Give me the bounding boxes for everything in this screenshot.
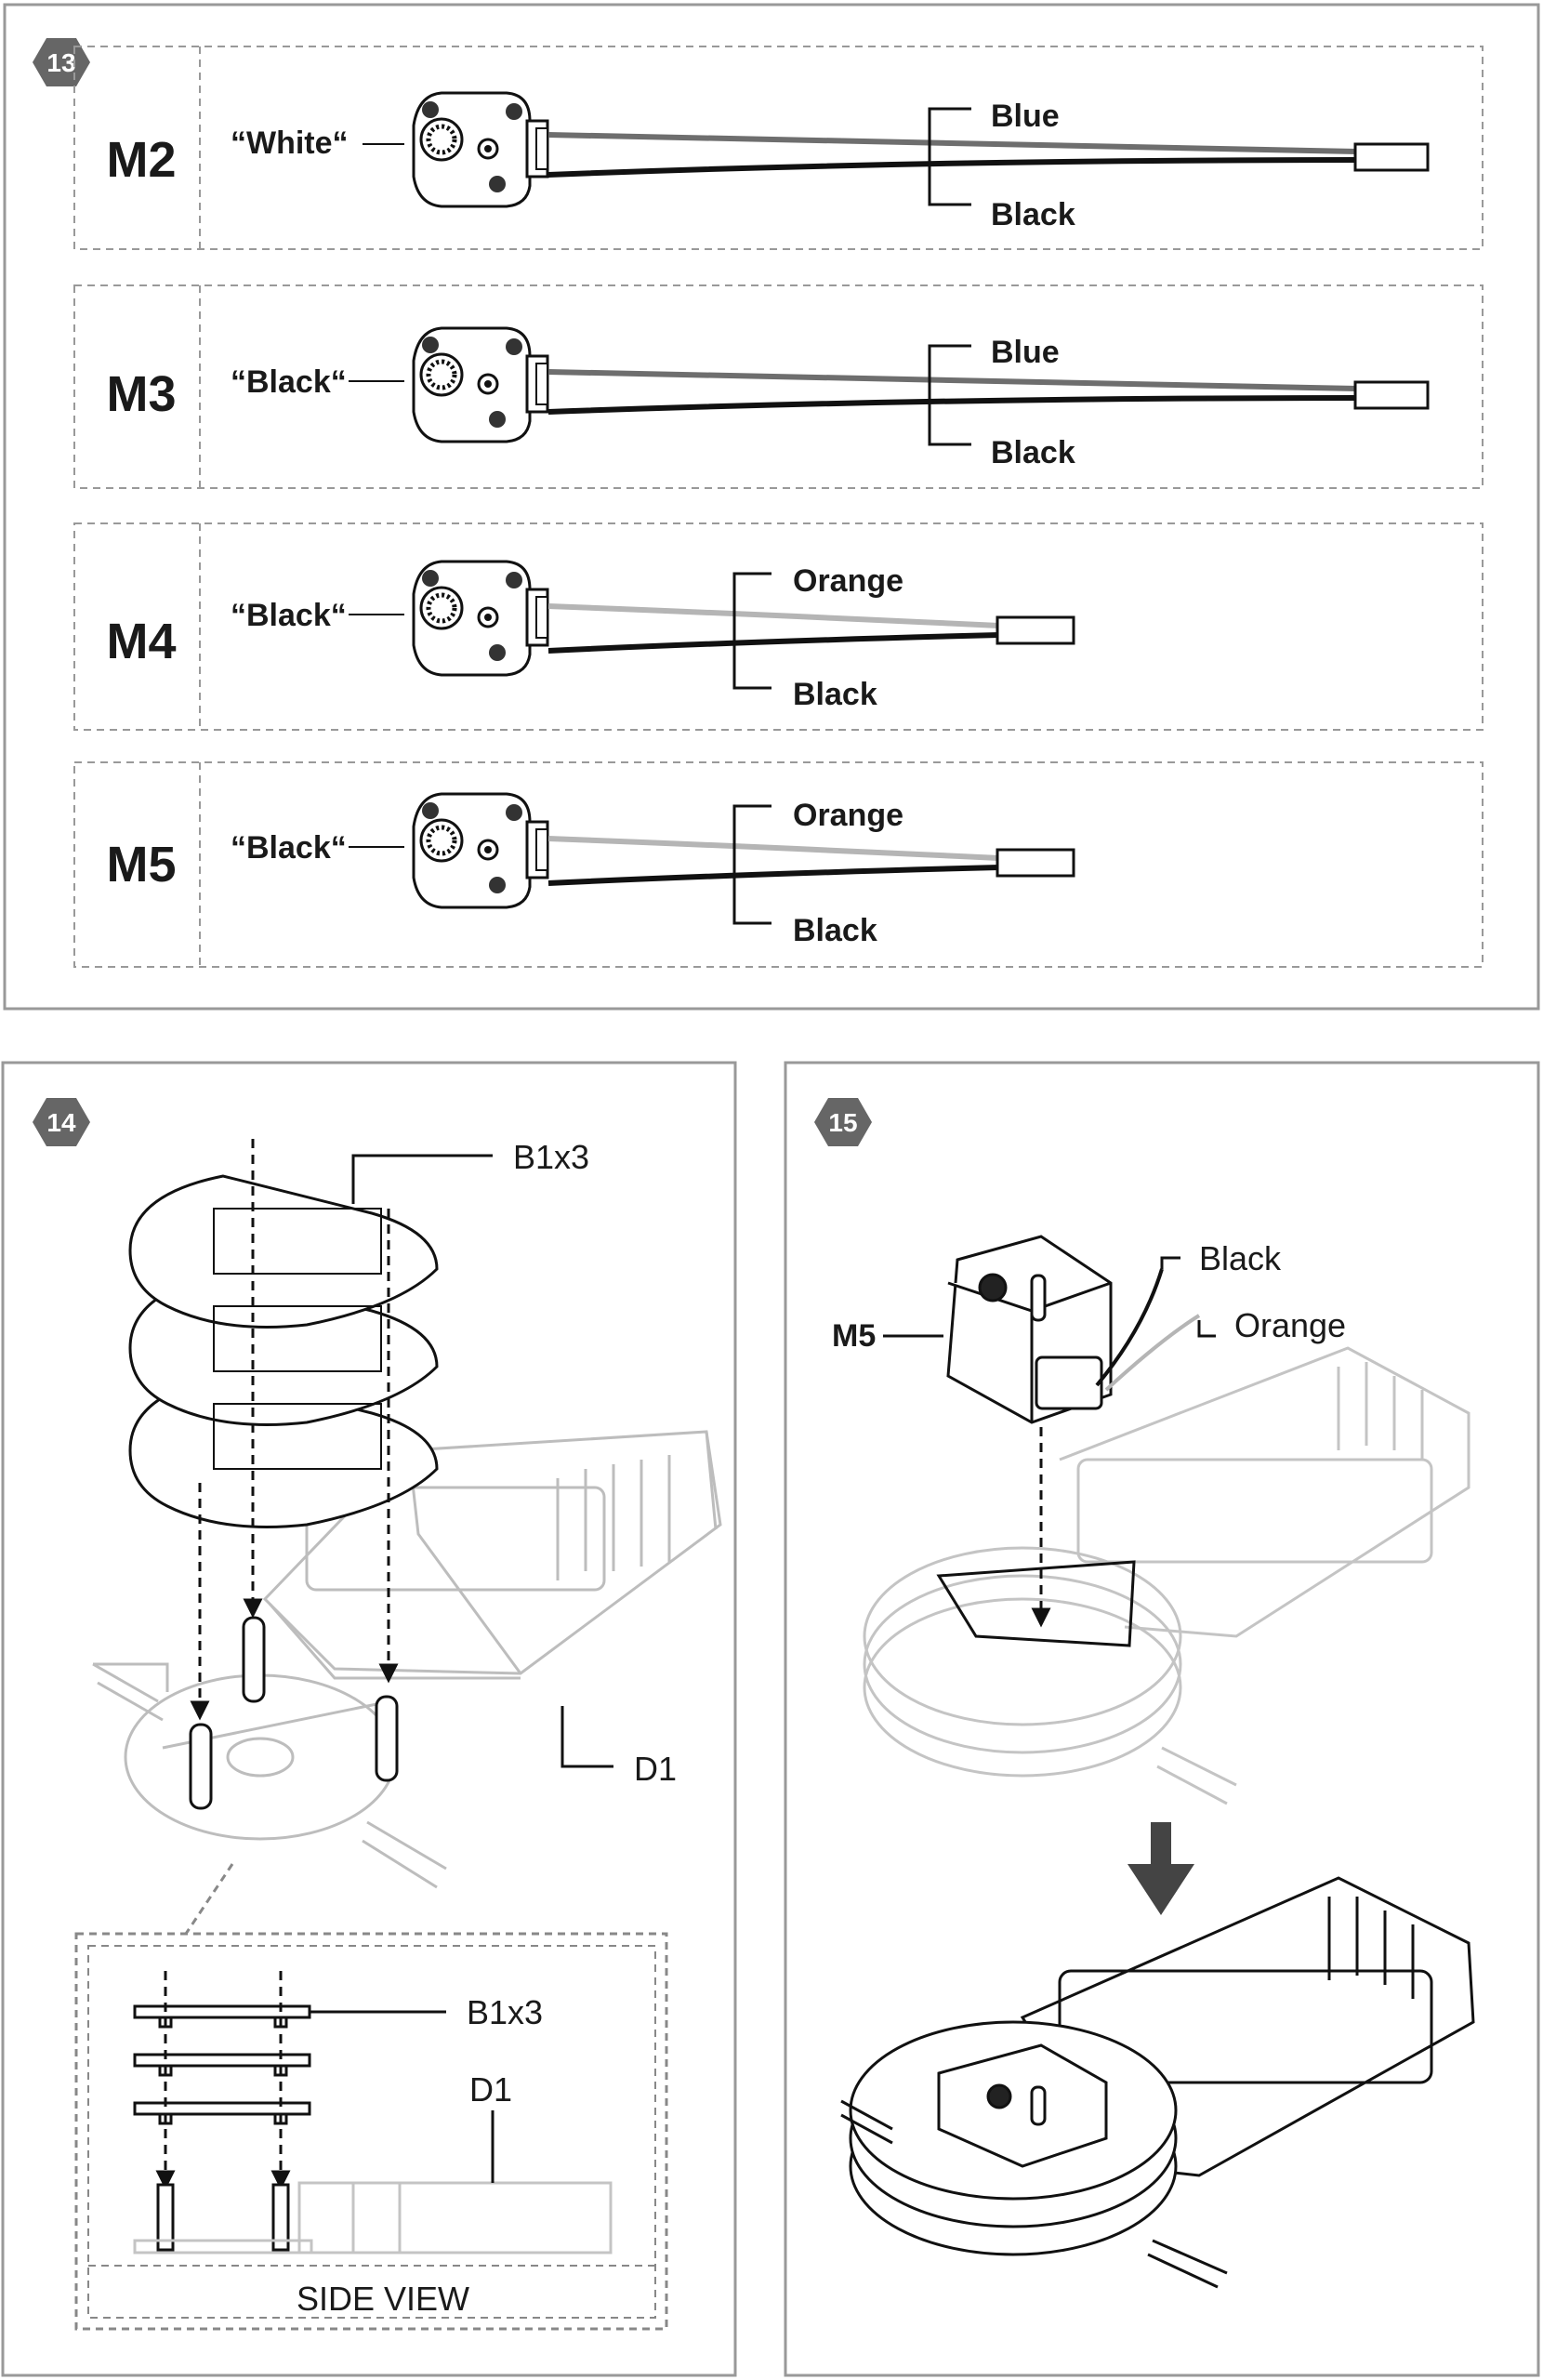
gear-color-m2: “White“ [231,126,349,161]
step13-panel [3,3,1540,1011]
wire-label-bottom-m3: Black [991,435,1075,470]
m5-wire-orange [1104,1314,1201,1392]
motor-icon [414,562,547,675]
final-assembly [840,1876,1475,2289]
step15-number: 15 [828,1108,857,1137]
wire-orange [547,836,1000,861]
inset-part-label-d1: D1 [469,2070,512,2109]
step14-number: 14 [46,1108,76,1137]
wire-label-bottom-m2: Black [991,197,1075,232]
motor-label-m5: M5 [106,837,176,892]
motor-icon [414,794,547,907]
inset-part-label-b1: B1x3 [467,1993,543,2031]
motor-icon [414,328,547,442]
down-arrow-icon [1128,1822,1194,1915]
b1-discs [128,1174,439,1528]
connector [996,848,1075,878]
row-m5: M5 “Black“ Orange Black [73,761,1484,968]
connector [996,615,1075,645]
step15-wire-orange-label: Orange [1234,1306,1346,1344]
wire-label-top-m4: Orange [793,563,903,599]
row-m3: M3 “Black“ Blue Black [73,284,1484,489]
wire-label-top-m5: Orange [793,798,903,833]
wire-black [547,395,1358,415]
wire-black [547,632,1000,654]
wire-orange [547,603,1000,628]
motor-label-m4: M4 [106,614,176,669]
step15-badge: 15 [814,1098,872,1146]
gear-color-m3: “Black“ [231,364,347,400]
wire-label-top-m2: Blue [991,99,1060,134]
part-label-d1: D1 [634,1750,677,1788]
wire-black [547,865,1000,886]
gear-color-m5: “Black“ [231,830,347,866]
step13-badge: 13 [33,38,90,86]
wire-label-bottom-m5: Black [793,913,877,948]
connector [1353,380,1430,410]
step15-motor-label: M5 [832,1318,876,1354]
step15-wire-black-label: Black [1199,1239,1282,1277]
motor-label-m2: M2 [106,132,176,188]
side-view-caption: SIDE VIEW [297,2280,469,2318]
side-view-inset: B1x3 D1 SIDE VIEW [74,1932,668,2331]
wire-label-top-m3: Blue [991,335,1060,370]
wire-label-bottom-m4: Black [793,677,877,712]
insertion-arrows [190,1139,399,1721]
leader-b1 [351,1154,493,1204]
connector [1353,142,1430,172]
row-m2: M2 “White“ Blue Black [73,46,1484,250]
m5-wire-black [1095,1268,1164,1387]
motor-label-m3: M3 [106,366,176,422]
faded-assembly [863,1346,1470,1805]
wire-black [547,157,1358,178]
wire-blue [547,369,1358,391]
part-label-b1: B1x3 [513,1138,589,1176]
m5-motor-drawing [946,1235,1113,1424]
motor-icon [414,93,547,206]
leader-d1 [560,1706,613,1768]
wire-blue [547,132,1358,154]
step13-number: 13 [46,48,75,77]
gear-color-m4: “Black“ [231,598,347,633]
step14-badge: 14 [33,1098,90,1146]
row-m4: M4 “Black“ Orange Black [73,522,1484,731]
